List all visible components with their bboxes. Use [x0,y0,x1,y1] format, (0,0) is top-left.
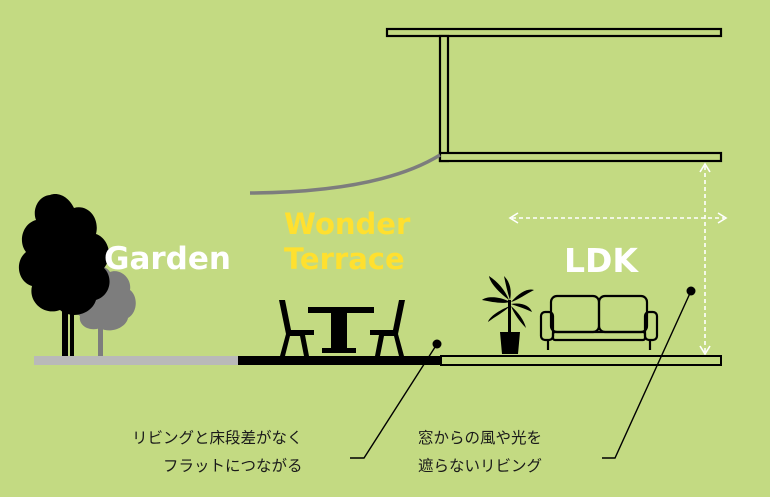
roof-slab [385,27,723,38]
note-right-line1: 窓からの風や光を [418,429,543,447]
leader-line-right [602,290,692,459]
tree-icon [18,194,136,356]
leader-dot-left [432,339,442,349]
note-left-line1: リビングと床段差がなく [132,429,303,447]
wonder-terrace-label: Wonder Terrace [284,207,410,277]
note-left: リビングと床段差がなく フラットにつながる [132,424,303,480]
dimension-arrows [508,162,728,356]
ldk-label: LDK [564,241,638,280]
note-left-line2: フラットにつながる [163,457,303,475]
leader-lines [350,290,692,459]
sofa-icon [539,294,659,350]
table-chairs-icon [279,300,405,356]
second-floor-slab [438,151,723,163]
ldk-floor [440,355,722,366]
note-right-line2: 遮らないリビング [418,457,543,475]
note-right: 窓からの風や光を 遮らないリビング [418,424,542,480]
terrace-floor [238,356,441,365]
plant-icon [482,276,534,354]
building-frame [385,27,723,163]
garden-label: Garden [104,241,231,277]
awning-curve [249,153,441,195]
garden-ground [34,356,238,365]
leader-line-left [350,343,438,459]
leader-dot-right [686,286,696,296]
wonder-terrace-line2: Terrace [284,242,405,276]
wall-column [438,34,450,163]
wonder-terrace-line1: Wonder [284,207,411,241]
